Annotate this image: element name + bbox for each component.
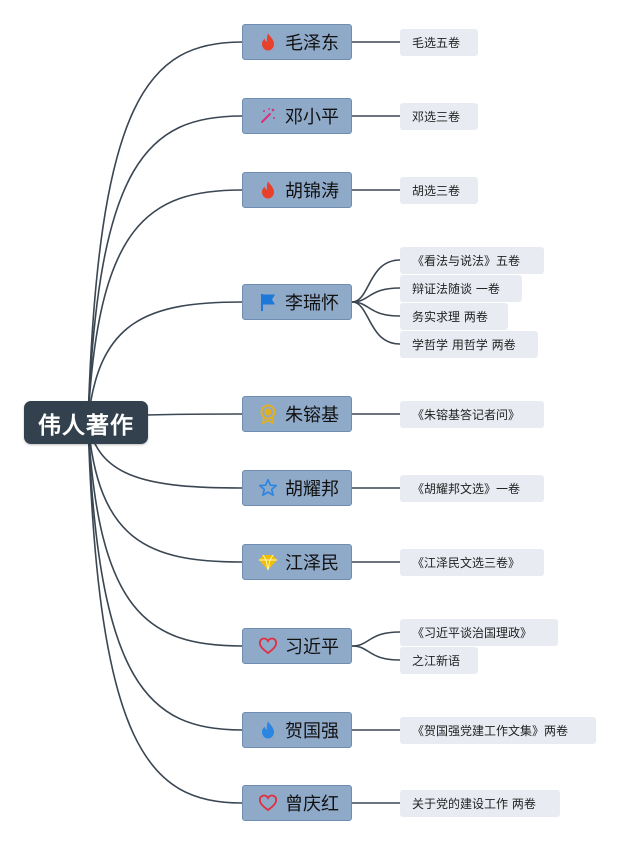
- person-name: 胡耀邦: [285, 479, 339, 500]
- root-to-person-line: [87, 421, 243, 804]
- person-node[interactable]: 胡耀邦: [242, 470, 352, 506]
- person-node[interactable]: 胡锦涛: [242, 172, 352, 208]
- heart-icon: [257, 635, 279, 657]
- root-to-person-line: [87, 189, 243, 423]
- blue-fire-icon: [257, 719, 279, 741]
- work-item[interactable]: 《看法与说法》五卷: [400, 246, 544, 274]
- root-to-person-line: [87, 41, 243, 423]
- root-to-person-line: [87, 301, 243, 423]
- person-name: 贺国强: [285, 721, 339, 742]
- person-node[interactable]: 江泽民: [242, 544, 352, 580]
- person-to-work-line: [351, 631, 401, 647]
- person-name: 李瑞怀: [285, 293, 339, 314]
- award-medal-icon: [257, 403, 279, 425]
- person-node[interactable]: 习近平: [242, 628, 352, 664]
- root-to-person-line: [87, 421, 243, 563]
- work-item[interactable]: 辩证法随谈 一卷: [400, 274, 522, 302]
- root-to-person-line: [87, 115, 243, 423]
- person-name: 习近平: [285, 637, 339, 658]
- work-item[interactable]: 胡选三卷: [400, 176, 478, 204]
- person-node[interactable]: 朱镕基: [242, 396, 352, 432]
- person-node[interactable]: 曾庆红: [242, 785, 352, 821]
- person-name: 邓小平: [285, 107, 339, 128]
- work-item[interactable]: 之江新语: [400, 646, 478, 674]
- person-node[interactable]: 贺国强: [242, 712, 352, 748]
- person-name: 曾庆红: [285, 794, 339, 815]
- work-item[interactable]: 《习近平谈治国理政》: [400, 618, 558, 646]
- work-item[interactable]: 关于党的建设工作 两卷: [400, 789, 560, 817]
- person-node[interactable]: 李瑞怀: [242, 284, 352, 320]
- person-to-work-line: [351, 301, 401, 345]
- work-item[interactable]: 学哲学 用哲学 两卷: [400, 330, 538, 358]
- person-node[interactable]: 毛泽东: [242, 24, 352, 60]
- person-to-work-line: [351, 259, 401, 303]
- work-item[interactable]: 务实求理 两卷: [400, 302, 508, 330]
- person-name: 胡锦涛: [285, 181, 339, 202]
- flag-icon: [257, 291, 279, 313]
- work-item[interactable]: 《胡耀邦文选》一卷: [400, 474, 544, 502]
- magic-wand-icon: [257, 105, 279, 127]
- root-to-person-line: [87, 421, 243, 731]
- work-item[interactable]: 邓选三卷: [400, 102, 478, 130]
- person-name: 江泽民: [285, 553, 339, 574]
- work-item[interactable]: 《朱镕基答记者问》: [400, 400, 544, 428]
- star-icon: [257, 477, 279, 499]
- root-topic[interactable]: 伟人著作: [24, 401, 148, 444]
- fire-icon: [257, 179, 279, 201]
- diamond-icon: [257, 551, 279, 573]
- work-item[interactable]: 《江泽民文选三卷》: [400, 548, 544, 576]
- root-topic-label: 伟人著作: [38, 412, 134, 439]
- root-to-person-line: [87, 421, 243, 647]
- heart-icon: [257, 792, 279, 814]
- fire-icon: [257, 31, 279, 53]
- person-name: 朱镕基: [285, 405, 339, 426]
- work-item[interactable]: 《贺国强党建工作文集》两卷: [400, 716, 596, 744]
- work-item[interactable]: 毛选五卷: [400, 28, 478, 56]
- person-to-work-line: [351, 645, 401, 661]
- person-node[interactable]: 邓小平: [242, 98, 352, 134]
- person-name: 毛泽东: [285, 33, 339, 54]
